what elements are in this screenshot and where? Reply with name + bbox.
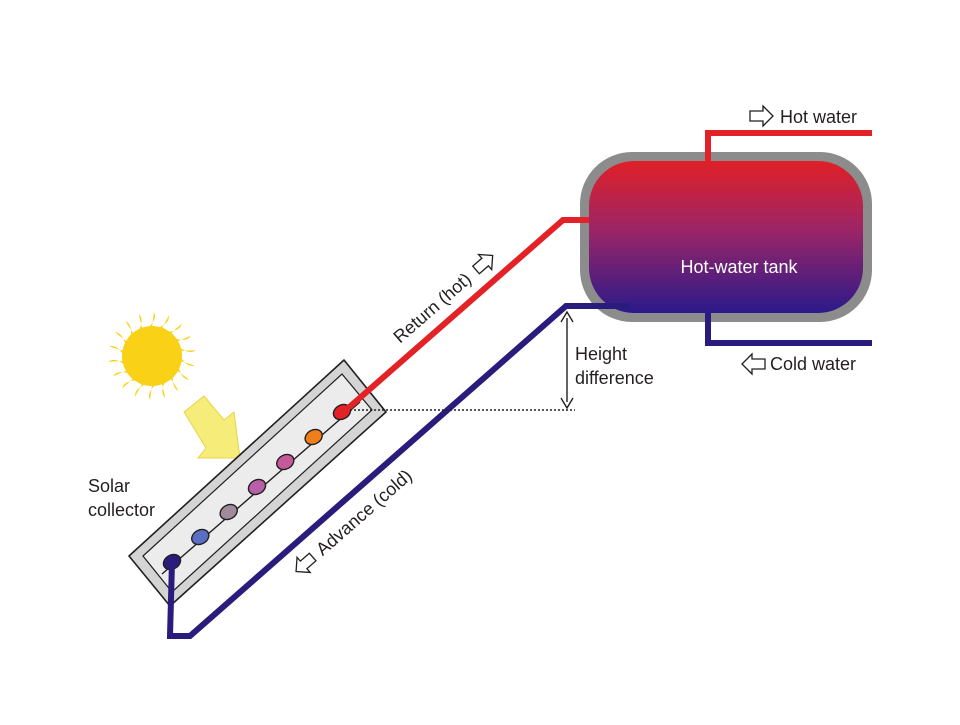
- cold-water-inlet: Cold water: [741, 352, 856, 376]
- inflow-arrow-icon: [741, 352, 766, 376]
- collector-tube: [247, 478, 267, 496]
- hot-water-outlet-pipe: [705, 130, 872, 161]
- advance-cold-pipe: [166, 303, 630, 639]
- height-difference-indicator: Height difference: [350, 310, 654, 411]
- hot-water-label: Hot water: [780, 107, 857, 127]
- solar-collector-label-line2: collector: [88, 500, 155, 520]
- advance-arrow-icon: [295, 552, 317, 574]
- sun-icon: [108, 312, 196, 400]
- return-hot-pipe: [344, 217, 589, 413]
- hot-water-tank: Hot-water tank: [580, 152, 872, 322]
- outflow-arrow-icon: [749, 104, 774, 128]
- hot-water-outlet: Hot water: [749, 104, 857, 128]
- height-label-line2: difference: [575, 368, 654, 388]
- cold-water-label: Cold water: [770, 354, 856, 374]
- return-label-group: Return (hot): [390, 253, 494, 347]
- tank-label: Hot-water tank: [680, 257, 798, 277]
- collector-tube: [276, 453, 295, 471]
- solar-collector-label-line1: Solar: [88, 476, 130, 496]
- height-label-line1: Height: [575, 344, 627, 364]
- sunlight-arrow-icon: [183, 395, 241, 459]
- collector-tube: [219, 503, 238, 521]
- return-arrow-icon: [471, 253, 494, 275]
- tank-body: [589, 161, 863, 313]
- height-arrow-up-icon: [560, 310, 574, 323]
- height-arrow-down-icon: [560, 397, 574, 410]
- solar-collector: [128, 359, 387, 607]
- collector-tube: [304, 428, 323, 446]
- cold-water-inlet-pipe: [705, 313, 872, 346]
- collector-tube: [191, 528, 210, 546]
